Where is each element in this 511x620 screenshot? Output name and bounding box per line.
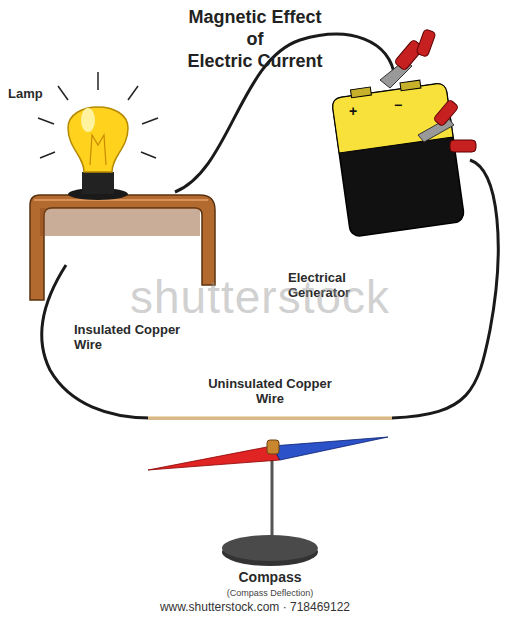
alligator-clip [418,99,476,152]
compass-base-top [222,535,318,561]
wire-highlight [148,416,392,417]
part-label: Insulated Copper Wire [74,322,184,352]
terminal-sign: − [394,98,410,113]
needle-south [272,437,388,460]
stand-highlight [34,199,208,201]
needle-north [148,446,280,470]
part-label: Uninsulated Copper Wire [205,376,335,406]
needle-pivot [267,440,279,454]
stand-shade [40,208,200,236]
lamp-base [82,172,114,194]
lamp-bulb [68,107,128,172]
filament [90,135,106,165]
footer-text: www.shutterstock.com · 718469122 [60,600,450,615]
terminal-sign: + [349,104,365,119]
watermark: shutterstock [60,272,460,322]
battery [331,77,465,238]
note: (Compass Deflection) [190,586,350,601]
bulb-highlight [81,108,95,132]
compass-pin [271,458,274,548]
part-label: Compass [200,570,340,585]
uninsulated-wire [148,416,392,420]
diagram-title: Magnetic Effect of Electric Current [105,6,405,72]
alligator-clip [380,29,436,88]
part-label: Lamp [8,86,68,101]
